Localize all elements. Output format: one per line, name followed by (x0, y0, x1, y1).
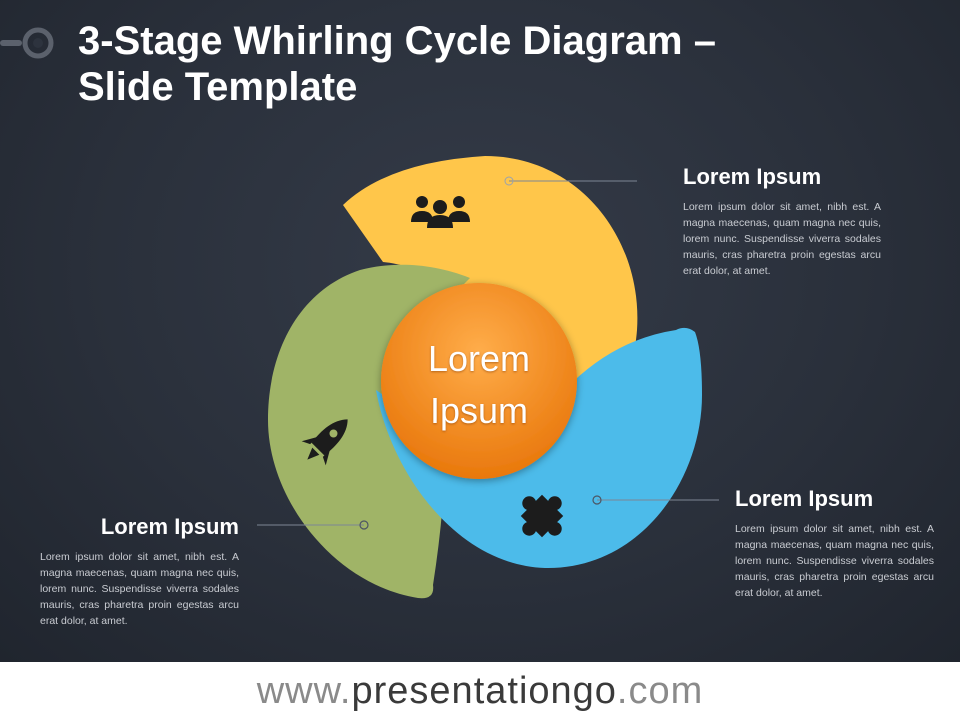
stage-1-text-block: Lorem Ipsum Lorem ipsum dolor sit amet, … (683, 163, 881, 279)
center-label: Lorem Ipsum (380, 333, 578, 437)
stage-2-heading: Lorem Ipsum (100, 514, 239, 539)
slide-title-line-1: 3-Stage Whirling Cycle Diagram – (78, 19, 716, 63)
stage-1-heading: Lorem Ipsum (683, 164, 822, 189)
footer-domain: presentationgo (351, 670, 617, 712)
center-label-line-1: Lorem (427, 338, 531, 379)
stage-3-heading: Lorem Ipsum (735, 486, 874, 511)
connector-stage-3 (592, 495, 719, 505)
slide-title-line-2: Slide Template (78, 65, 358, 109)
slide: 3-Stage Whirling Cycle Diagram – Slide T… (0, 0, 960, 662)
center-label-line-2: Ipsum (429, 390, 529, 431)
connector-stage-1 (504, 176, 637, 186)
slide-title: 3-Stage Whirling Cycle Diagram – Slide T… (78, 18, 918, 110)
circle-logo-icon (0, 27, 54, 59)
footer-prefix: www. (256, 670, 352, 712)
stage-1-body: Lorem ipsum dolor sit amet, nibh est. A … (683, 201, 881, 277)
footer-suffix: .com (616, 670, 704, 712)
rocket-icon (301, 419, 348, 466)
connector-stage-2 (257, 520, 369, 530)
footer-website[interactable]: www.presentationgo.com (0, 662, 960, 720)
whirling-cycle-diagram (257, 156, 719, 599)
stage-3-text-block: Lorem Ipsum Lorem ipsum dolor sit amet, … (735, 485, 934, 601)
puzzle-piece-icon (520, 494, 564, 538)
center-circle (381, 283, 577, 479)
stage-3-body: Lorem ipsum dolor sit amet, nibh est. A … (735, 523, 934, 599)
people-group-icon (411, 196, 470, 228)
stage-2-body: Lorem ipsum dolor sit amet, nibh est. A … (40, 551, 239, 627)
stage-2-text-block: Lorem Ipsum Lorem ipsum dolor sit amet, … (40, 513, 239, 629)
